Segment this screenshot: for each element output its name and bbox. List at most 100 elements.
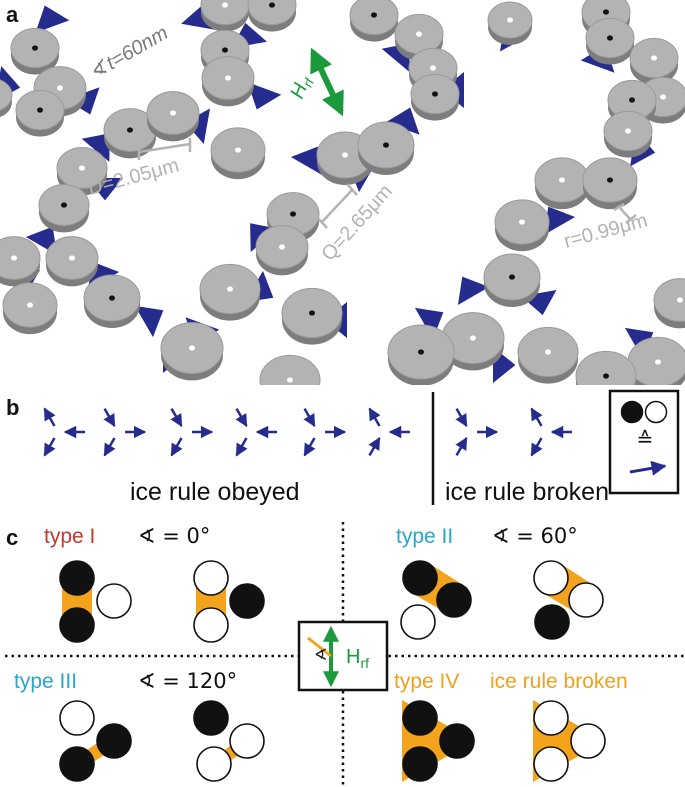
- nanomagnet-disk: [357, 121, 415, 175]
- white-disk: [96, 583, 132, 619]
- type-2-label: type II: [396, 525, 453, 548]
- blue-triangle: [35, 5, 70, 33]
- legend-white-disk: [644, 400, 668, 424]
- vertex: [303, 407, 347, 457]
- panel-letter-c: c: [6, 525, 18, 550]
- black-dot: [603, 373, 609, 379]
- black-dot: [607, 177, 613, 183]
- white-dot: [655, 359, 661, 365]
- spin-arrow: [530, 437, 543, 457]
- nanomagnet-disk: [387, 324, 455, 385]
- nanomagnet-disk: [38, 184, 90, 233]
- black-disk: [439, 723, 475, 759]
- vertex: [170, 407, 214, 457]
- disk-top: [653, 278, 685, 322]
- white-dot: [545, 349, 551, 355]
- black-dot: [127, 127, 133, 133]
- disk-top: [0, 79, 13, 111]
- white-dot: [507, 17, 513, 23]
- blue-triangle: [81, 133, 110, 162]
- nanomagnet-disk: [210, 127, 266, 180]
- vertex-configurations: [43, 407, 572, 457]
- nanomagnet-disk: [534, 157, 590, 210]
- white-dot: [416, 31, 422, 37]
- ring-radius-label: r=0.99μm: [562, 209, 650, 252]
- type-1-label: type I: [44, 525, 95, 548]
- white-disk: [533, 560, 569, 596]
- white-disk: [533, 746, 569, 782]
- center-angle-symbol: ∢: [314, 645, 327, 664]
- vertex: [455, 407, 499, 457]
- blue-triangle: [290, 146, 323, 176]
- nanomagnet-disk: [0, 79, 13, 118]
- nanomagnet-disk: [259, 354, 321, 385]
- black-disk: [193, 700, 229, 736]
- black-dot: [109, 295, 115, 301]
- legend-black-disk: [620, 400, 644, 424]
- vertex: [103, 407, 147, 457]
- white-disk: [229, 723, 265, 759]
- nanomagnet-disk: [45, 236, 99, 287]
- spin-arrow: [303, 437, 316, 457]
- gap-label: Q=2.65μm: [317, 181, 396, 266]
- white-disk: [193, 607, 229, 643]
- nanomagnet-disk: [483, 253, 541, 307]
- disk-top: [259, 354, 321, 385]
- white-disk: [533, 700, 569, 736]
- white-dot: [170, 110, 176, 116]
- vertex-type-config: [193, 560, 265, 643]
- vertex-type-config: [533, 700, 606, 782]
- white-disk: [568, 582, 604, 618]
- nanomagnet-disk: [0, 236, 41, 287]
- spin-arrow: [170, 407, 183, 428]
- white-dot: [69, 255, 75, 261]
- black-dot: [418, 349, 424, 355]
- black-dot: [371, 12, 377, 18]
- blue-triangle: [385, 107, 420, 135]
- white-dot: [11, 255, 17, 261]
- white-dot: [287, 377, 293, 383]
- nanomagnet-disk: [146, 91, 200, 142]
- vertex-type-diagrams: [59, 560, 606, 782]
- white-dot: [189, 345, 195, 351]
- white-dot: [279, 244, 285, 250]
- nanomagnet-disk: [15, 89, 65, 137]
- vertex: [368, 407, 410, 457]
- black-dot: [32, 45, 38, 51]
- nanomagnet-disk: [653, 278, 685, 329]
- black-dot: [603, 9, 609, 15]
- spin-arrow: [235, 437, 248, 457]
- vertex-type-config: [402, 700, 475, 782]
- black-dot: [290, 211, 296, 217]
- nanomagnet-disk: [410, 73, 460, 121]
- center-angle-line: [307, 636, 332, 658]
- white-disk: [570, 723, 606, 759]
- disk-top: [0, 236, 41, 280]
- black-disk: [402, 560, 438, 596]
- white-dot: [222, 2, 228, 8]
- spin-arrow: [368, 436, 381, 457]
- black-disk: [402, 700, 438, 736]
- vertex-type-config: [400, 560, 472, 640]
- white-dot: [235, 147, 241, 153]
- white-dot: [225, 75, 231, 81]
- nanomagnet-disk: [281, 287, 343, 345]
- nanomagnet-disk: [255, 225, 309, 276]
- black-dot: [607, 35, 613, 41]
- thickness-label: ∢t=60nm: [86, 22, 172, 85]
- nanomagnet-disk: [349, 0, 399, 42]
- disk-top: [247, 0, 297, 26]
- spin-arrow: [170, 437, 183, 457]
- vertex: [43, 407, 85, 457]
- gap-annotation: Q=2.65μm: [316, 181, 397, 266]
- spin-arrow: [43, 437, 56, 457]
- panel-a-micrograph: [0, 0, 685, 385]
- disk-top: [575, 350, 637, 385]
- nanomagnet-disk: [627, 336, 685, 385]
- white-dot: [57, 85, 63, 91]
- spin-arrow: [530, 407, 543, 427]
- white-disk: [59, 700, 95, 736]
- type-4-note: ice rule broken: [490, 670, 628, 693]
- white-dot: [227, 286, 233, 292]
